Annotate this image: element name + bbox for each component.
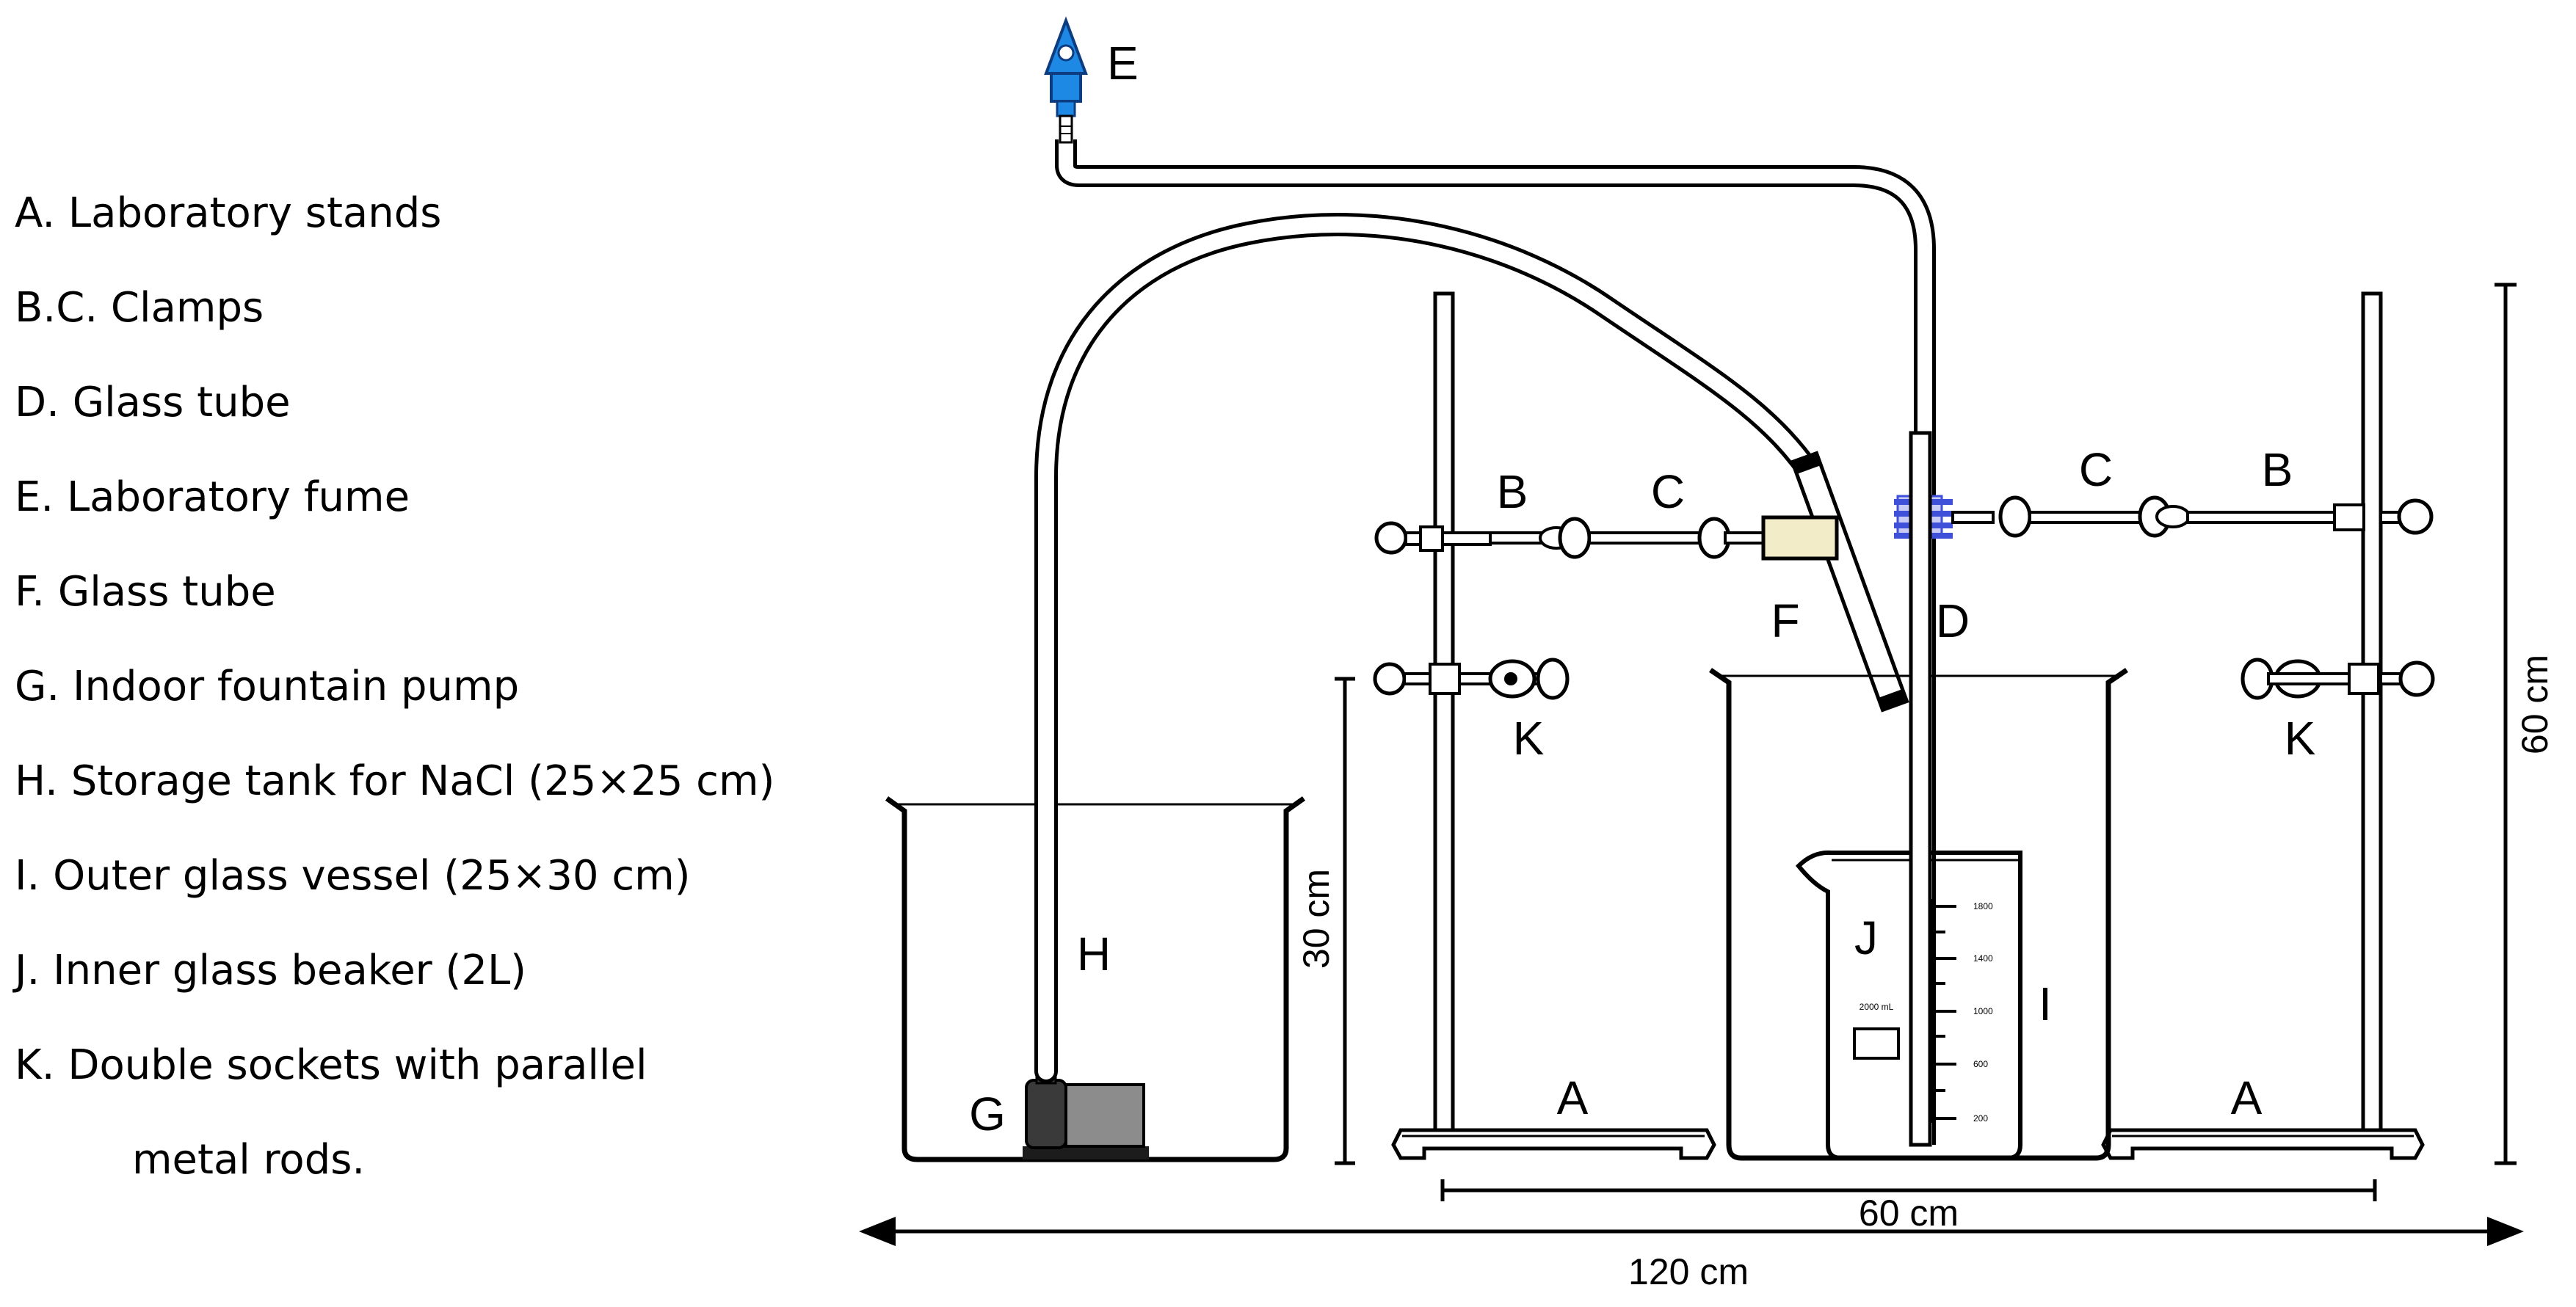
double-socket-left [1373, 658, 1570, 700]
label-g: G [969, 1088, 1006, 1140]
legend-item-k-continued: metal rods. [132, 1136, 366, 1184]
label-a-left: A [1557, 1071, 1589, 1124]
fountain-pump [1023, 1068, 1149, 1159]
clamp-right-upper [1894, 495, 2434, 539]
legend-item-j: J. Inner glass beaker (2L) [15, 947, 527, 994]
laboratory-stand-left [1391, 291, 1716, 1160]
legend-item-d: D. Glass tube [15, 379, 291, 426]
label-e: E [1107, 37, 1139, 90]
scale-mark-2: 1400 [1973, 953, 1993, 964]
double-socket-right [2241, 658, 2435, 700]
dimension-height-right [2495, 283, 2517, 1165]
laboratory-fume [1044, 16, 1088, 144]
dimension-label-60-horizontal: 60 cm [1859, 1193, 1959, 1234]
laboratory-stand-right [2101, 291, 2425, 1160]
label-d: D [1936, 594, 1970, 647]
label-c-left: C [1651, 465, 1685, 518]
legend-item-bc: B.C. Clamps [15, 284, 264, 332]
inner-glass-beaker: 2000 mL 1800 1400 1000 600 200 [1795, 850, 2022, 1160]
label-i: I [2039, 977, 2052, 1030]
dimension-label-60-vertical: 60 cm [2514, 655, 2555, 754]
label-c-right: C [2079, 443, 2113, 496]
clamp-left-upper [1374, 515, 1839, 561]
scale-mark-5: 200 [1973, 1113, 1988, 1124]
beaker-scale [1931, 899, 1956, 1123]
legend-item-h: H. Storage tank for NaCl (25×25 cm) [15, 757, 775, 805]
label-b-right: B [2262, 443, 2293, 496]
label-k-right: K [2285, 712, 2316, 765]
scale-mark-3: 1000 [1973, 1006, 1993, 1016]
label-h: H [1077, 928, 1111, 980]
dimension-height-left [1335, 677, 1355, 1165]
legend-item-k: K. Double sockets with parallel [15, 1041, 647, 1089]
glass-tube-d [1909, 431, 1932, 1147]
legend-item-g: G. Indoor fountain pump [15, 663, 520, 710]
legend-item-i: I. Outer glass vessel (25×30 cm) [15, 852, 691, 900]
legend-item-e: E. Laboratory fume [15, 473, 410, 521]
label-b-left: B [1497, 465, 1528, 518]
label-a-right: A [2231, 1071, 2263, 1124]
glass-tube-f [1790, 451, 1909, 713]
pump-hose [1034, 213, 1825, 1083]
label-f: F [1771, 594, 1799, 647]
beaker-capacity: 2000 mL [1860, 1002, 1894, 1012]
scale-mark-4: 600 [1973, 1059, 1988, 1069]
scale-mark-1: 1800 [1973, 901, 1993, 911]
label-k-left: K [1513, 712, 1545, 765]
dimension-label-120: 120 cm [1628, 1251, 1749, 1292]
legend-item-f: F. Glass tube [15, 568, 276, 616]
fume-tube [1055, 139, 1936, 1145]
label-j: J [1854, 911, 1878, 964]
legend-item-a: A. Laboratory stands [15, 189, 442, 237]
dimension-width-inner [1440, 1179, 2377, 1201]
dimension-label-30: 30 cm [1296, 869, 1337, 969]
